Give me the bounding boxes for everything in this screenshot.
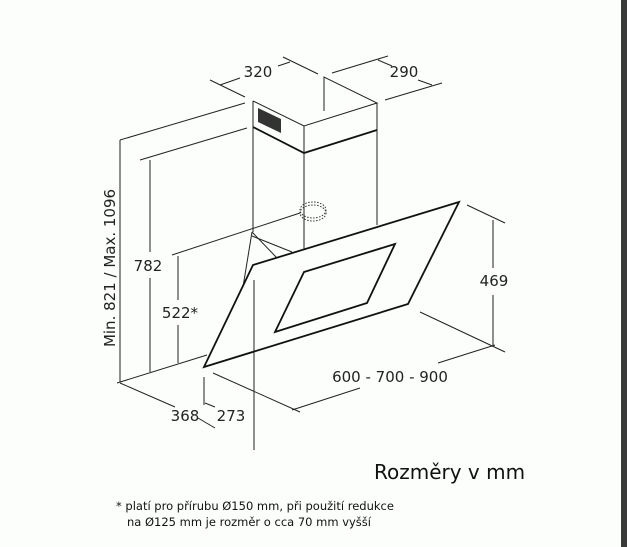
dim-782: 782 — [134, 257, 163, 275]
dim-273: 273 — [217, 407, 246, 425]
footnote-line-2: na Ø125 mm je rozměr o cca 70 mm vyšší — [116, 515, 371, 529]
dim-522: 522* — [162, 304, 199, 322]
chimney-lower — [252, 127, 378, 249]
glass-panel — [202, 200, 461, 369]
flange-hole — [299, 201, 327, 219]
window-edge — [621, 0, 627, 547]
dim-width-top: 320 — [244, 63, 273, 81]
chimney-upper — [252, 76, 379, 154]
rear-bracket — [242, 231, 293, 288]
dim-469: 469 — [480, 272, 509, 290]
dim-widths: 600 - 700 - 900 — [332, 368, 448, 386]
footnote: * platí pro přírubu Ø150 mm, při použití… — [116, 498, 394, 530]
dim-total-height: Min. 821 / Max. 1096 — [101, 189, 119, 347]
dim-368: 368 — [171, 407, 200, 425]
dim-depth-top: 290 — [390, 63, 419, 81]
dimension-lines — [116, 55, 506, 450]
diagram-title: Rozměry v mm — [374, 460, 526, 484]
footnote-line-1: * platí pro přírubu Ø150 mm, při použití… — [116, 499, 394, 513]
vent-grille-icon — [258, 108, 281, 133]
